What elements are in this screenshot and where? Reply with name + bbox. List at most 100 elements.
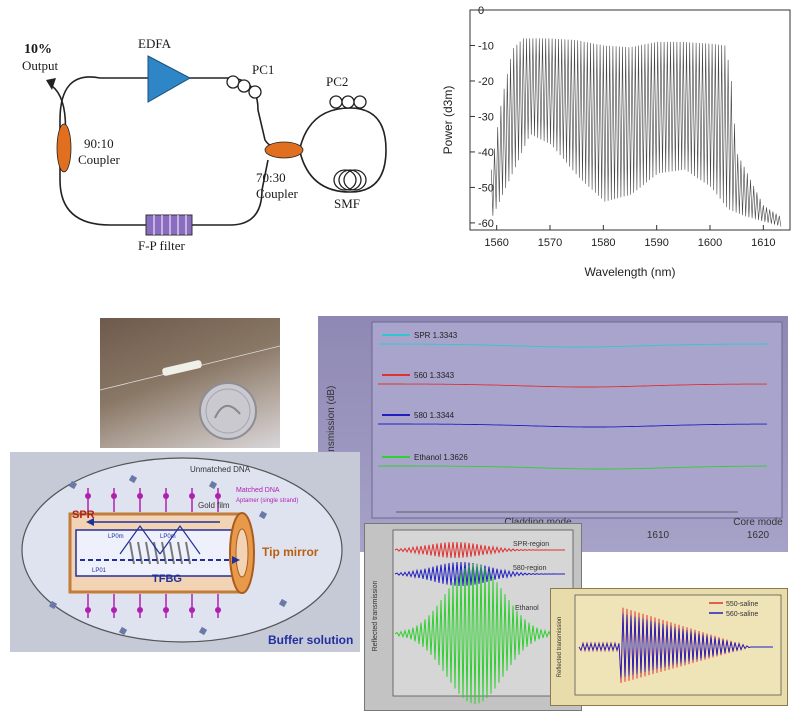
legend-label: 560 1.3343 (414, 371, 455, 380)
coin (199, 382, 257, 440)
pc1-loops (226, 75, 262, 99)
spr-arrow-icon (86, 518, 94, 526)
coupler-70-30-ratio: 70:30 (256, 170, 286, 185)
buffer-solution-label: Buffer solution (268, 633, 353, 647)
y-tick-label: -60 (478, 218, 494, 230)
aptamer-node (137, 493, 143, 499)
smf-label: SMF (334, 196, 361, 211)
inset-a-trace (394, 564, 566, 705)
fiber-probe (162, 360, 202, 376)
x-tick-label: 1580 (591, 237, 615, 249)
coupler-90-10-ratio: 90:10 (84, 136, 114, 151)
transmission-trace (378, 465, 767, 470)
aptamer-node (85, 493, 91, 499)
tfbg-grating (129, 541, 191, 565)
aptamer-node (111, 493, 117, 499)
dna-fragment (208, 480, 218, 490)
laser-schematic: 10% Output EDFA PC1 PC2 90:10 Coupler 70… (0, 0, 440, 270)
inset-b-legend-1: 550-saline (726, 601, 758, 608)
matched-dna-label: Matched DNA (236, 487, 280, 494)
cladding-mode-label: Cladding mode (504, 517, 572, 528)
dna-fragment (48, 600, 58, 610)
aptamer-node (163, 607, 169, 613)
laser-schematic-lines (46, 55, 387, 236)
inset-a-y-label: Reflected transmission (372, 580, 379, 651)
core-mode-label: Core mode (733, 517, 783, 528)
tick-1620: 1620 (747, 530, 770, 541)
y-tick-label: -20 (478, 76, 494, 88)
dna-fragment (198, 626, 208, 636)
transmission-trace (378, 383, 767, 388)
legend-label: SPR 1.3343 (414, 331, 458, 340)
pc1-label: PC1 (252, 62, 275, 77)
inset-chart-a: SPR-region 580-region Ethanol Reflected … (364, 523, 582, 711)
aptamer-node (85, 607, 91, 613)
output-label: Output (22, 58, 59, 73)
output-arrow-icon (46, 78, 56, 90)
aptamer-node (137, 607, 143, 613)
inset-b-legend-2: 560-saline (726, 611, 758, 618)
inset-a-trace (394, 561, 565, 587)
coupler-70-30 (264, 141, 304, 159)
transmission-trace (378, 423, 767, 428)
inset-a-trace (394, 541, 565, 559)
dna-fragment (128, 474, 138, 484)
inset-b-trace (578, 613, 773, 678)
aptamer-node (189, 493, 195, 499)
biosensor-svg: SPR Gold film Tip mirror TFBG LP0m LP0m … (21, 457, 353, 647)
unmatched-dna-label: Unmatched DNA (190, 465, 251, 474)
fp-filter-label: F-P filter (138, 238, 185, 253)
biosensor-diagram: SPR Gold film Tip mirror TFBG LP0m LP0m … (10, 452, 360, 652)
legend-label: Ethanol 1.3626 (414, 453, 468, 462)
aptamer-row-bottom (85, 594, 221, 618)
transmission-plot-area (371, 321, 783, 519)
output-percent: 10% (24, 42, 52, 57)
x-tick-label: 1610 (751, 237, 775, 249)
inset-b-y-label: Reflected transmission (557, 617, 563, 678)
fp-filter (145, 214, 193, 236)
spectrum-series-line (491, 38, 782, 227)
dna-fragment (278, 598, 288, 608)
coupler-90-10 (56, 123, 72, 173)
mode-label-2: LP0m (160, 534, 176, 540)
probe-photo (100, 318, 280, 448)
x-tick-label: 1560 (484, 237, 508, 249)
pc2-loops (329, 95, 367, 109)
transmission-y-label: Transmission (dB) (326, 386, 337, 467)
forward-arrow-icon (232, 556, 240, 564)
photo-content (100, 345, 280, 440)
y-tick-label: -40 (478, 147, 494, 159)
inset-chart-b-svg: 550-saline 560-saline Reflected transmis… (557, 594, 782, 696)
transmission-trace (378, 343, 767, 348)
aptamer-node (163, 493, 169, 499)
inset-chart-a-svg: SPR-region 580-region Ethanol Reflected … (372, 529, 574, 705)
pc2-label: PC2 (326, 74, 349, 89)
aptamer-node (111, 607, 117, 613)
inset-a-legend-1: SPR-region (513, 541, 549, 548)
aptamer-node (215, 493, 221, 499)
aptamer-node (189, 607, 195, 613)
mode-label-3: LP01 (92, 568, 107, 574)
inset-a-legend-2: 580-region (513, 565, 547, 572)
mode-label-1: LP0m (108, 534, 124, 540)
y-tick-label: -50 (478, 182, 494, 194)
y-tick-label: 0 (478, 5, 484, 17)
edfa-label: EDFA (138, 36, 171, 51)
y-tick-label: -10 (478, 40, 494, 52)
x-tick-label: 1600 (698, 237, 722, 249)
dna-fragment (118, 626, 128, 636)
x-axis-label: Wavelength (nm) (585, 265, 676, 279)
coupler-90-10-label: Coupler (78, 152, 120, 167)
aptamer-row-top (48, 474, 288, 636)
tip-mirror-label: Tip mirror (262, 545, 319, 559)
smf-coil (333, 169, 367, 191)
x-tick-label: 1590 (644, 237, 668, 249)
dna-fragment (258, 510, 268, 520)
y-tick-label: -30 (478, 111, 494, 123)
y-axis-label: Power (d3m) (441, 86, 455, 155)
dna-fragment (68, 480, 78, 490)
